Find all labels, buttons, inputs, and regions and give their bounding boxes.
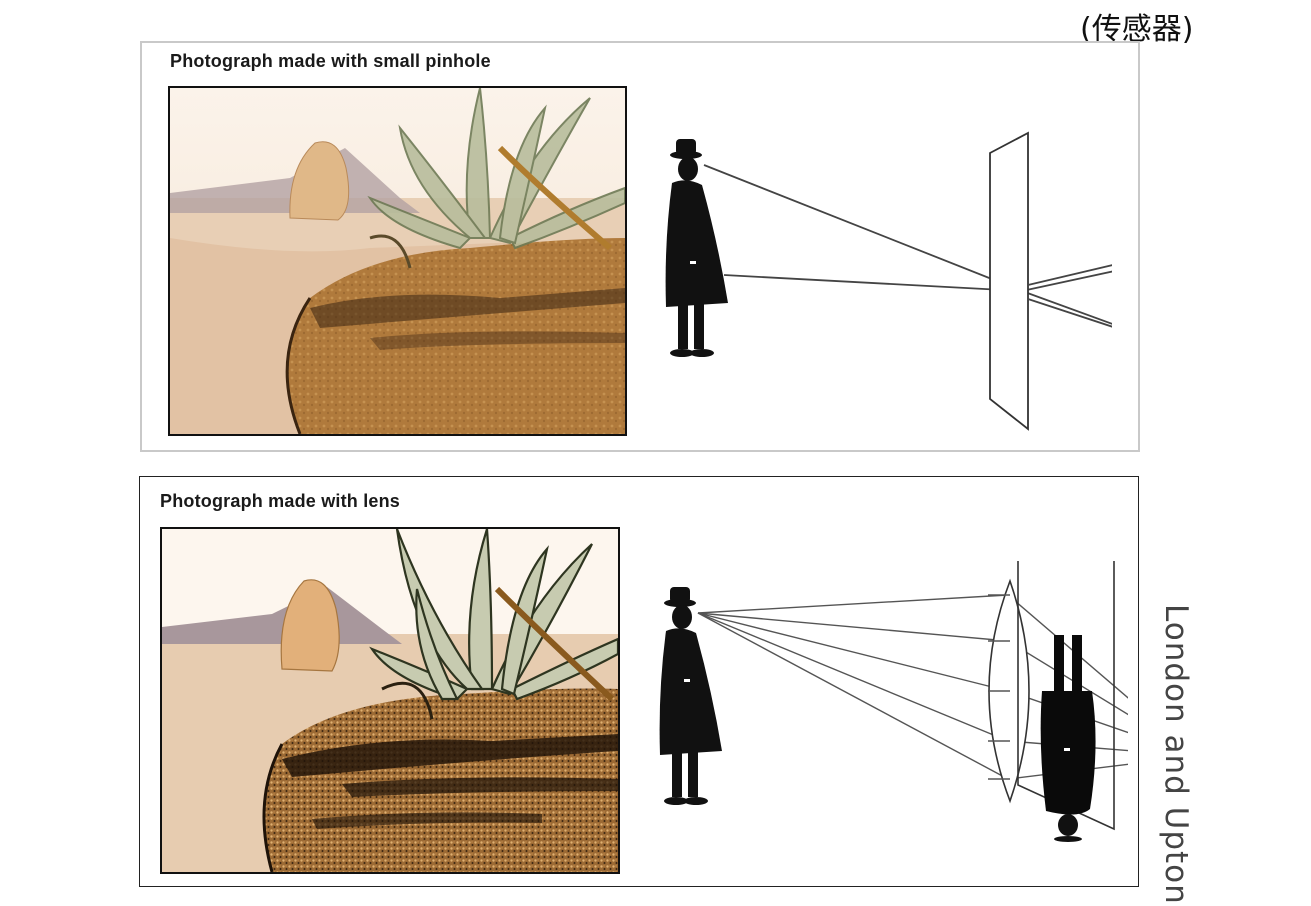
standing-man-figure-lens [659,587,722,805]
pinhole-panel-title: Photograph made with small pinhole [170,51,491,71]
credit-text: London and Upton [1158,604,1194,905]
pinhole-photograph [168,86,627,436]
pinhole-diagram [665,131,1112,431]
inverted-sharp-image [1040,635,1096,842]
lens-diagram [659,561,1128,842]
pinhole-plane [989,131,1029,431]
lens-panel-title: Photograph made with lens [160,491,401,511]
lens-panel: Photograph made with lens [139,476,1139,887]
standing-man-figure [665,139,728,357]
lens-photograph [160,527,620,874]
light-rays [703,164,1112,325]
light-rays-lens [697,594,1128,780]
pinhole-panel: Photograph made with small pinhole [140,41,1140,452]
image-plane-lens [1017,561,1115,831]
